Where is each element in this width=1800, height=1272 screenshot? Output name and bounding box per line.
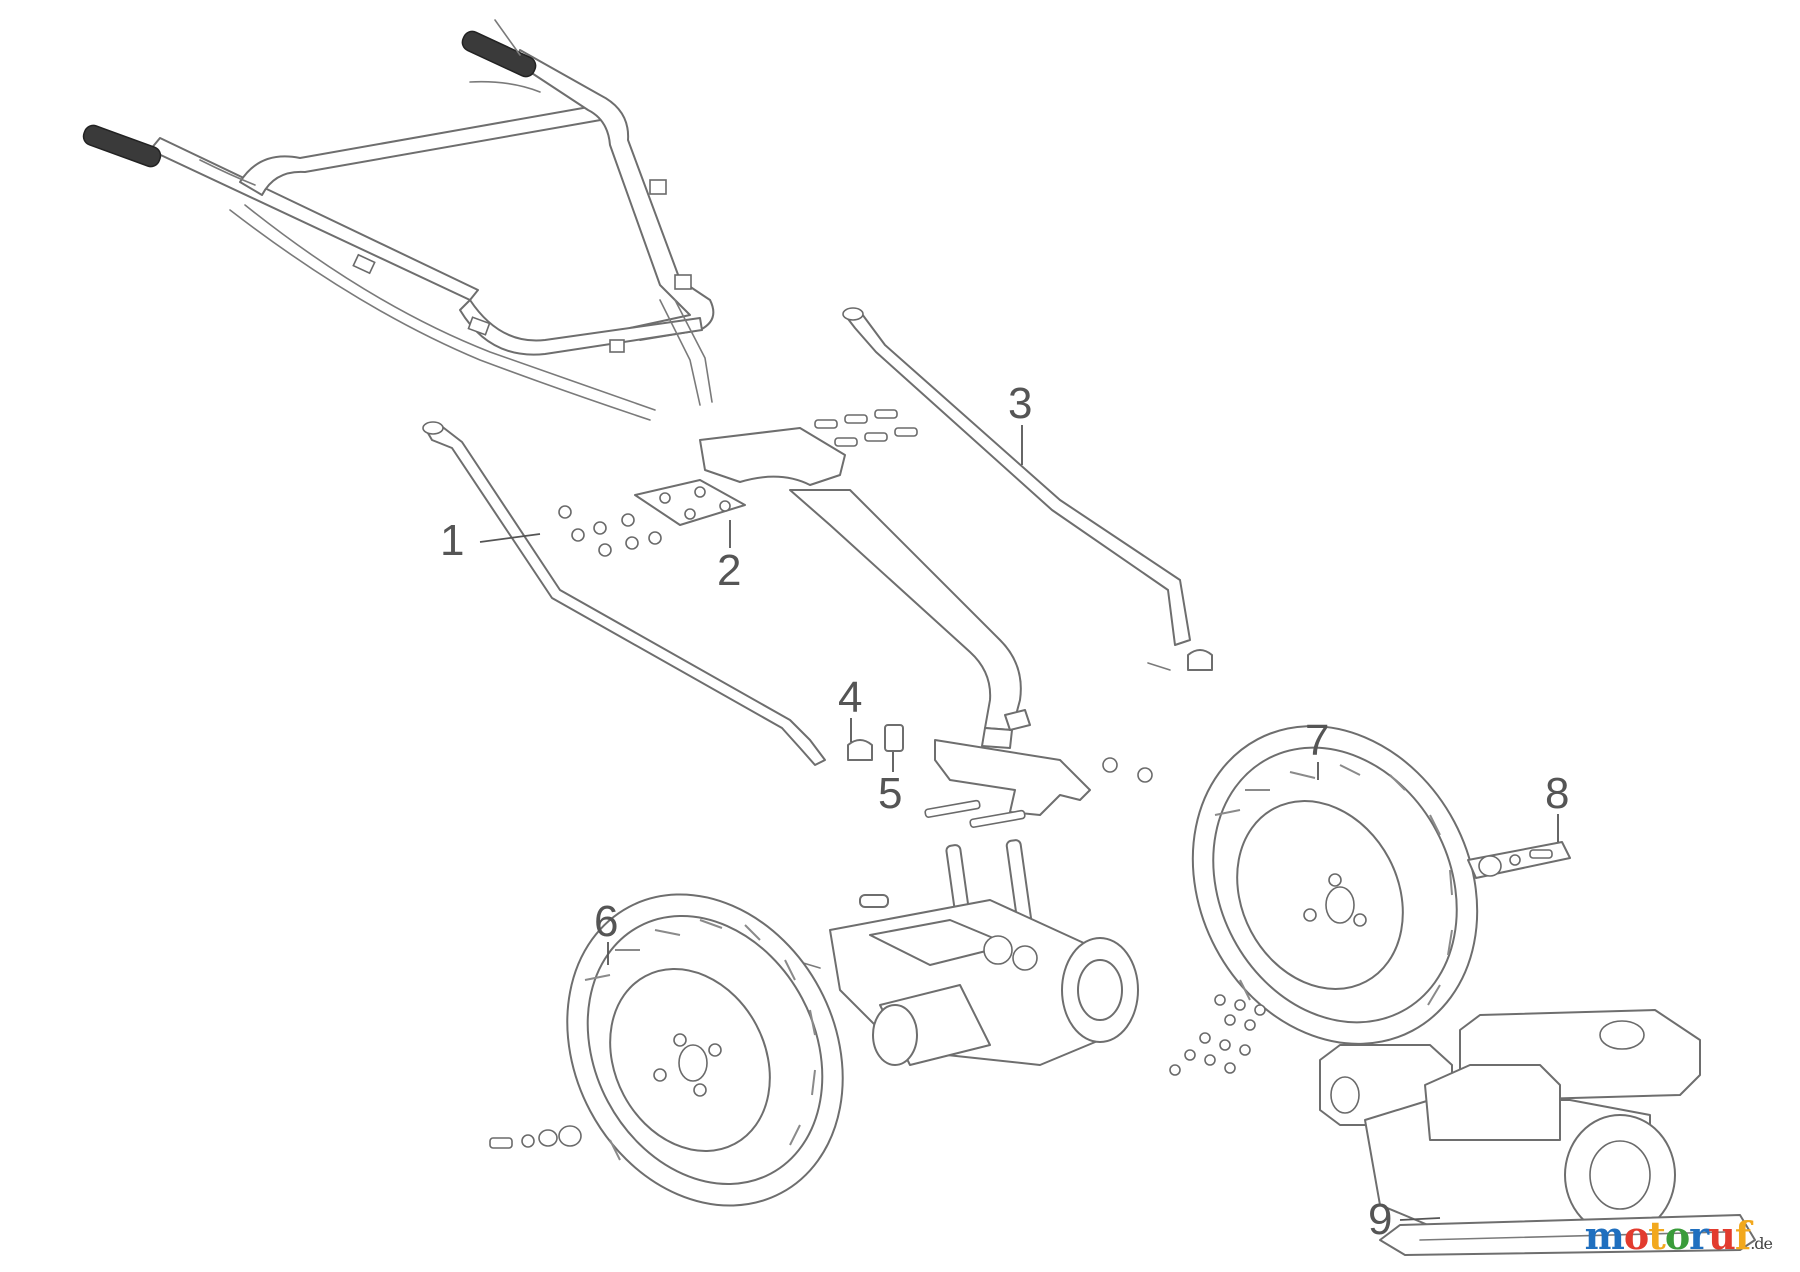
wheel-left — [489, 893, 844, 1207]
side-rod-right — [842, 307, 1191, 646]
watermark-letter: r — [1689, 1213, 1709, 1258]
callout-2: 2 — [717, 520, 741, 595]
watermark-domain-suffix: .de — [1750, 1234, 1773, 1253]
callout-5: 5 — [878, 752, 902, 818]
svg-text:5: 5 — [878, 769, 902, 818]
handle-mount-assembly — [558, 409, 1153, 828]
right-rod-pin — [1147, 649, 1213, 671]
part-8-hub-kit — [1467, 841, 1571, 879]
brand-watermark: motoruf.de — [1584, 1213, 1773, 1258]
callout-1: 1 — [440, 516, 541, 565]
callout-8: 8 — [1545, 769, 1569, 842]
svg-text:9: 9 — [1368, 1195, 1392, 1244]
nut-row-left — [558, 505, 662, 557]
side-rod-left — [422, 421, 826, 766]
left-grip-icon — [82, 124, 162, 168]
svg-text:7: 7 — [1305, 716, 1329, 765]
callout-6: 6 — [594, 897, 618, 965]
right-grip-icon — [461, 30, 537, 78]
svg-text:4: 4 — [838, 673, 862, 722]
watermark-letter: t — [1648, 1213, 1666, 1258]
callout-9: 9 — [1368, 1195, 1441, 1244]
watermark-brand-text: motoruf — [1584, 1213, 1752, 1258]
wheel-right — [1191, 725, 1479, 1045]
svg-text:8: 8 — [1545, 769, 1569, 818]
bolt-row-top — [814, 409, 918, 447]
handlebar-assembly — [82, 19, 715, 421]
nut-cluster-center — [1169, 994, 1266, 1076]
part-5-clip — [884, 724, 904, 752]
callout-4: 4 — [838, 673, 862, 742]
svg-text:6: 6 — [594, 897, 618, 946]
svg-text:3: 3 — [1008, 379, 1032, 428]
callout-3: 3 — [1008, 379, 1032, 465]
svg-text:2: 2 — [717, 546, 741, 595]
watermark-letter: o — [1664, 1213, 1690, 1258]
watermark-letter: f — [1734, 1213, 1751, 1258]
watermark-letter: m — [1584, 1213, 1625, 1258]
part-4-clamp — [847, 739, 873, 761]
gearbox-assembly — [710, 839, 1139, 1066]
callout-7: 7 — [1305, 716, 1329, 780]
watermark-letter: u — [1708, 1213, 1736, 1258]
engine-assembly — [1319, 1009, 1756, 1256]
watermark-letter: o — [1623, 1213, 1649, 1258]
svg-text:1: 1 — [440, 516, 464, 565]
